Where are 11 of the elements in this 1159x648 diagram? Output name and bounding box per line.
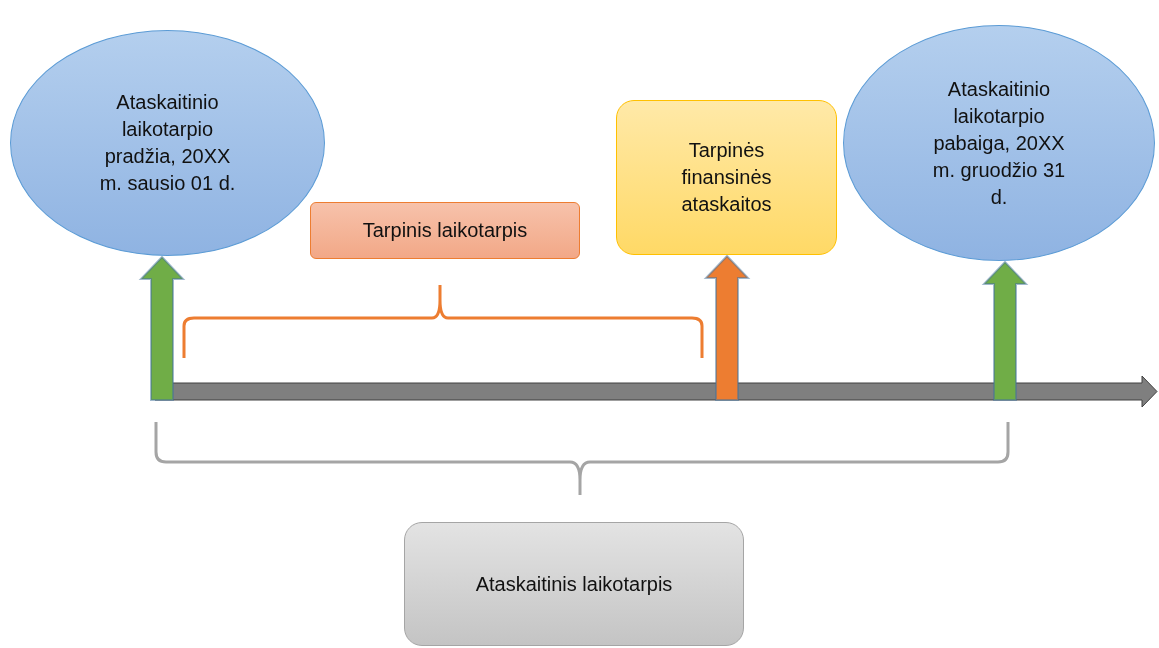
node-label: Ataskaitinio laikotarpio pradžia, 20XX m. sausio 01 d.: [98, 90, 237, 196]
block-arrow: [981, 260, 1029, 401]
node-label: Tarpinis laikotarpis: [362, 218, 528, 243]
period-box: [310, 202, 580, 259]
node-label: Tarpinės finansinės ataskaitos: [680, 138, 773, 217]
node-label: Ataskaitinis laikotarpis: [475, 571, 673, 597]
block-arrow: [703, 254, 751, 401]
report-box: [616, 100, 837, 255]
block-arrow: [138, 255, 186, 401]
node-label: Ataskaitinio laikotarpio pabaiga, 20XX m. gruodžio 31 d.: [931, 76, 1067, 210]
reporting-period-box: [404, 522, 744, 646]
